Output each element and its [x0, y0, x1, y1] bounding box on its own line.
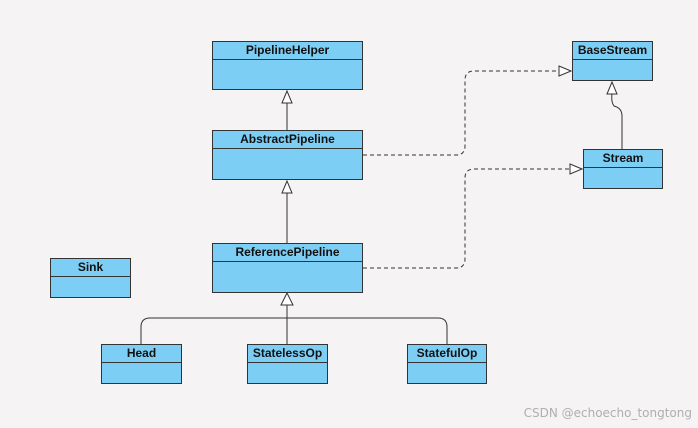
- edge-stream-basestream: [611, 93, 623, 149]
- class-sink[interactable]: Sink: [50, 258, 131, 298]
- class-name: ReferencePipeline: [213, 244, 362, 262]
- class-statefulop[interactable]: StatefulOp: [407, 344, 487, 384]
- class-name: StatefulOp: [408, 345, 486, 363]
- edge-head-referencepipeline: [140, 317, 287, 344]
- class-name: Head: [102, 345, 181, 363]
- class-pipelinehelper[interactable]: PipelineHelper: [212, 41, 363, 90]
- realization-arrowhead: [558, 65, 573, 77]
- inheritance-arrowhead: [280, 291, 294, 306]
- edge-abstractpipeline-basestream: [363, 70, 559, 156]
- inheritance-arrowhead: [606, 80, 618, 95]
- class-statelessop[interactable]: StatelessOp: [247, 344, 328, 384]
- watermark-text: CSDN @echoecho_tongtong: [523, 406, 692, 420]
- class-name: Sink: [51, 259, 130, 277]
- class-head[interactable]: Head: [101, 344, 182, 384]
- class-name: Stream: [584, 150, 662, 168]
- class-abstractpipeline[interactable]: AbstractPipeline: [212, 130, 363, 180]
- class-name: AbstractPipeline: [213, 131, 362, 149]
- edge-statefulop-referencepipeline: [287, 317, 448, 344]
- class-basestream[interactable]: BaseStream: [572, 41, 653, 81]
- class-name: PipelineHelper: [213, 42, 362, 60]
- class-name: StatelessOp: [248, 345, 327, 363]
- class-referencepipeline[interactable]: ReferencePipeline: [212, 243, 363, 293]
- edge-referencepipeline-stream: [363, 168, 570, 269]
- inheritance-arrowhead: [281, 179, 293, 194]
- realization-arrowhead: [569, 163, 584, 175]
- class-name: BaseStream: [573, 42, 652, 60]
- class-stream[interactable]: Stream: [583, 149, 663, 189]
- inheritance-arrowhead: [281, 89, 293, 104]
